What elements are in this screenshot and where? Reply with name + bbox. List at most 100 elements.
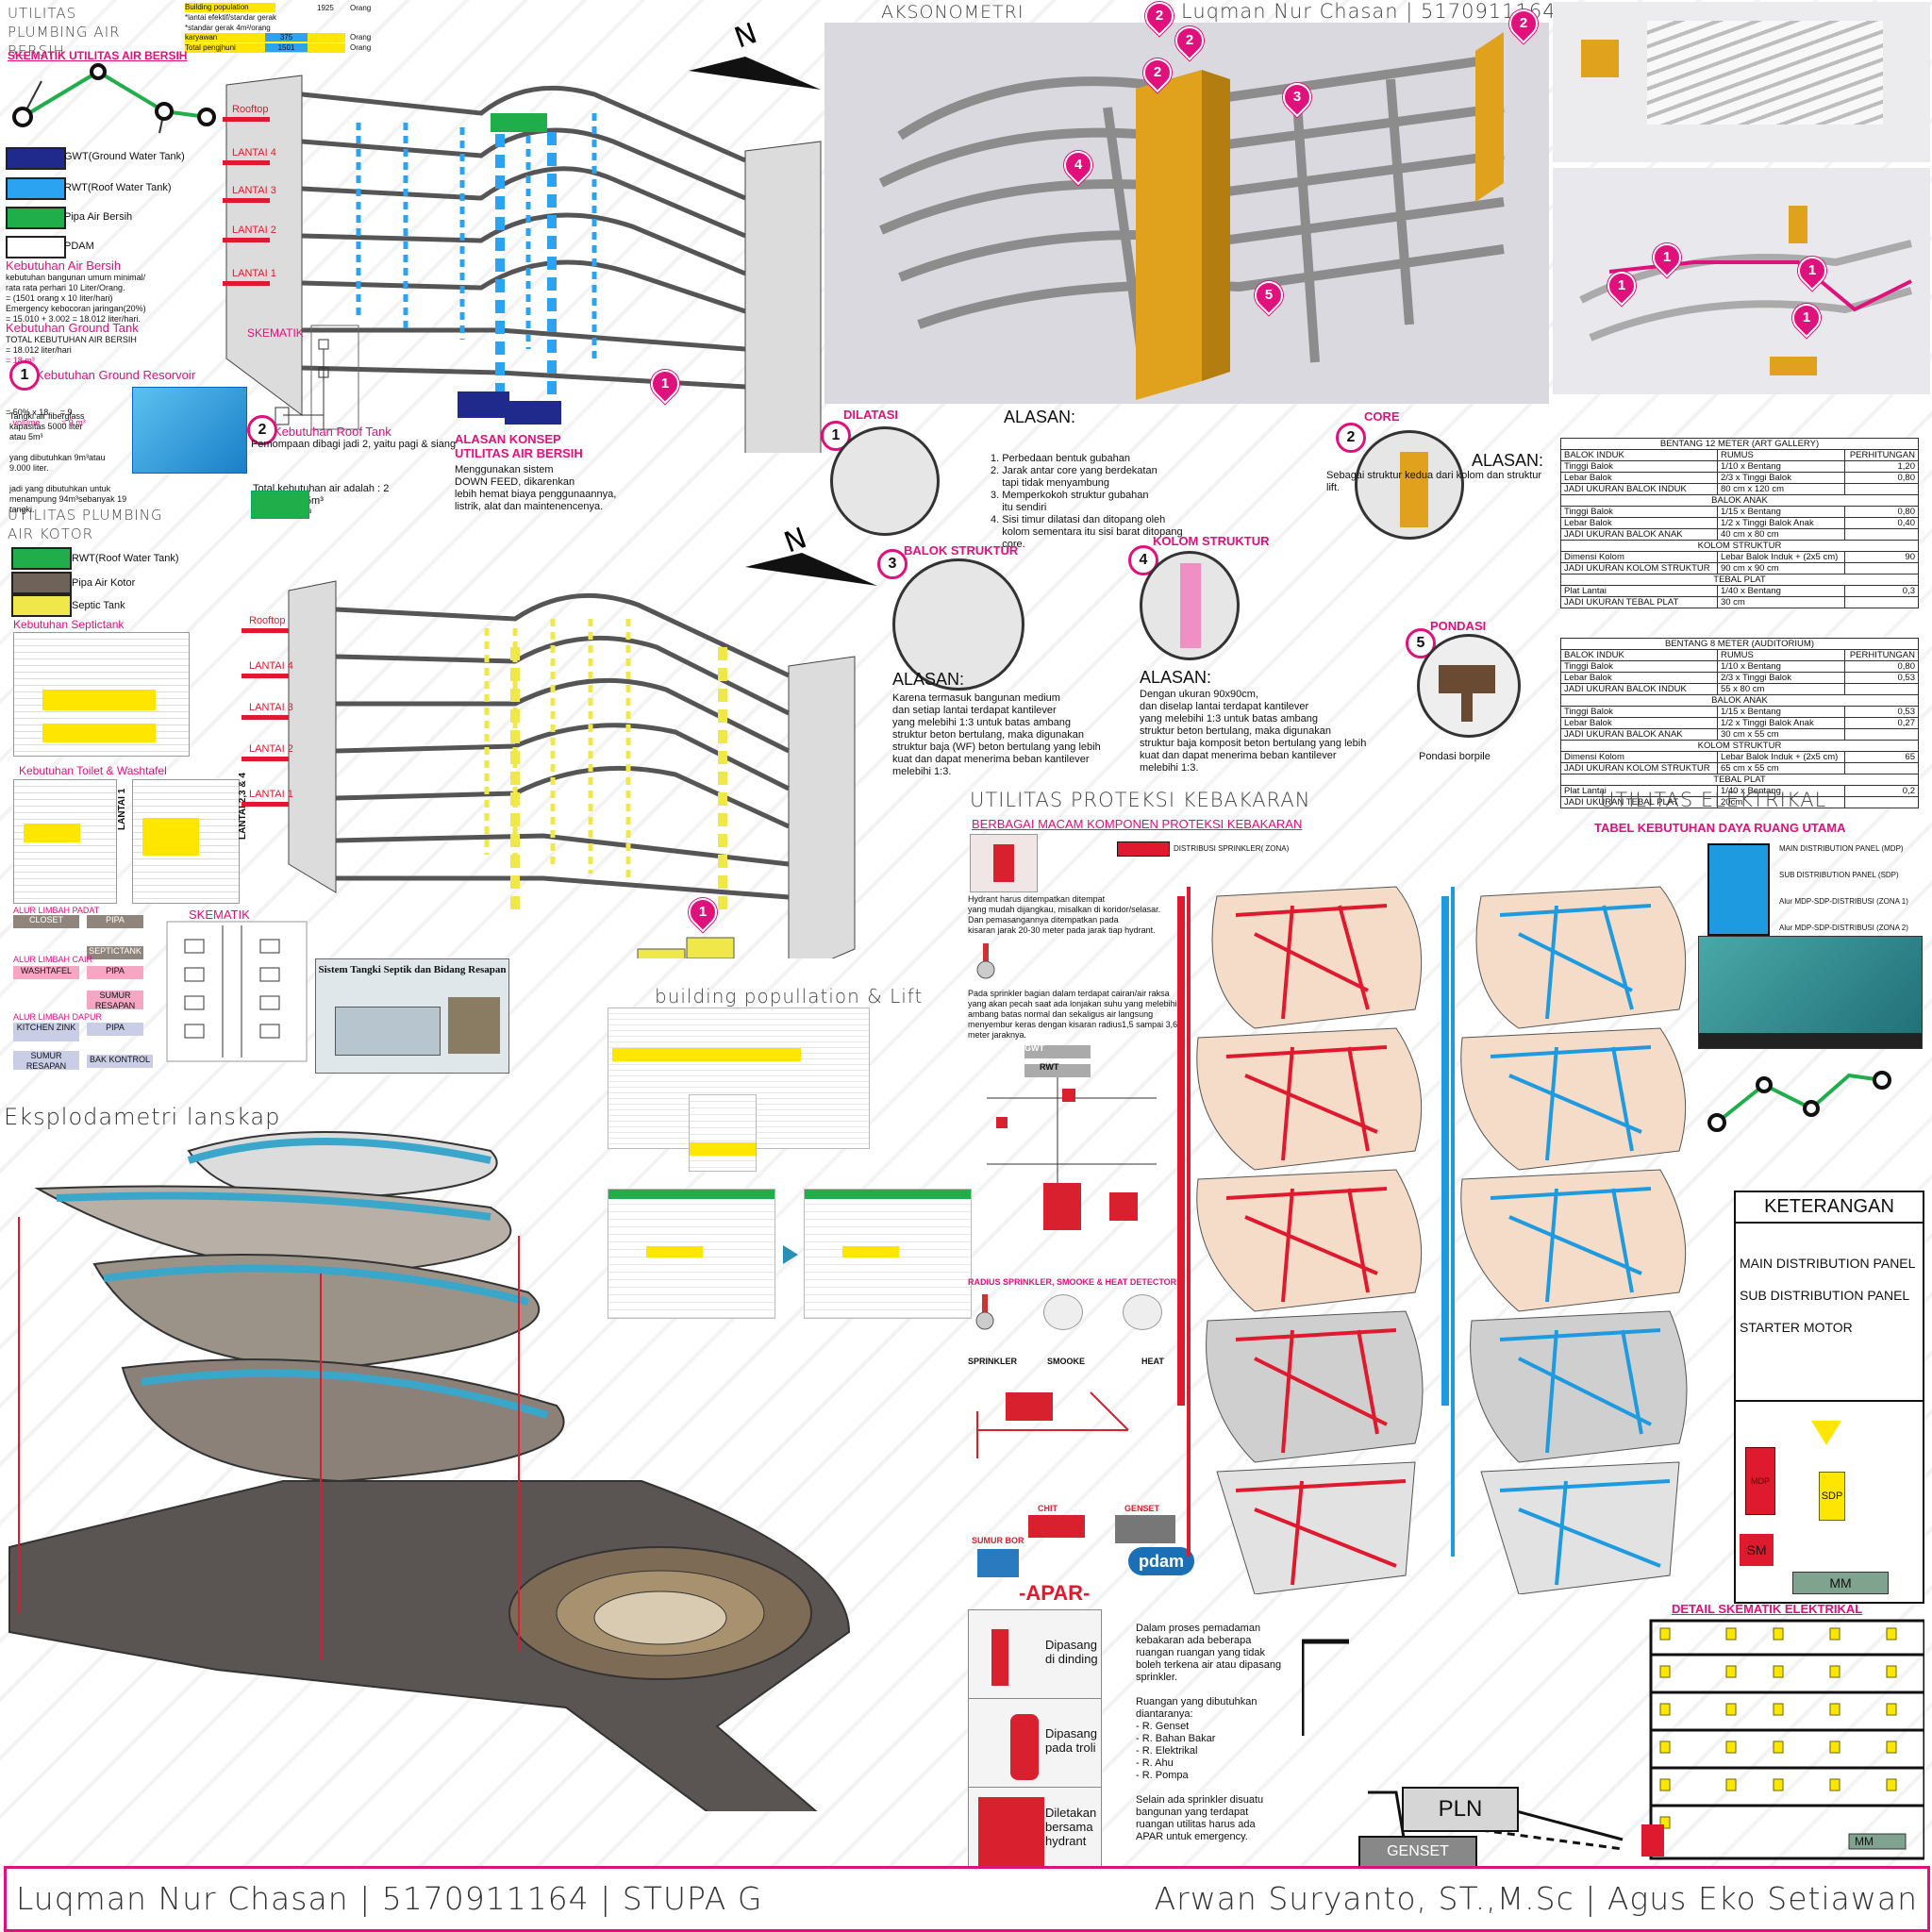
- author-top: Luqman Nur Chasan | 5170911164: [1181, 0, 1557, 23]
- table-cell: JADI UKURAN KOLOM STRUKTUR: [1560, 562, 1718, 575]
- fire-main-riser: [1177, 896, 1185, 1406]
- flow-node-closet: CLOSET: [13, 915, 79, 928]
- flow-node-washtafel: WASHTAFEL: [13, 966, 79, 979]
- electric-main-riser: [1441, 896, 1449, 1406]
- electric-schematic-nodes: [1707, 1071, 1891, 1132]
- roof-tank-sub: Pemompaan dibagi jadi 2, yaitu pagi & si…: [251, 439, 457, 450]
- table-title: BENTANG 12 METER (ART GALLERY): [1560, 438, 1919, 450]
- septic-system-image: Sistem Tangki Septik dan Bidang Resapan: [315, 958, 509, 1074]
- core-alasan-text: Sebagai struktur kedua dari kolom dan st…: [1326, 470, 1542, 493]
- floor-marker: [242, 757, 289, 761]
- keterangan-item: MAIN DISTRIBUTION PANEL: [1740, 1256, 1916, 1271]
- sm-symbol: SM: [1740, 1534, 1774, 1566]
- smoke-label: SMOOKE: [1047, 1357, 1086, 1366]
- lift-calc-summary: [689, 1094, 757, 1172]
- sprinkler-label: SPRINKLER: [968, 1357, 1018, 1366]
- table-row: KOLOM STRUKTUR: [1560, 540, 1919, 552]
- legend-pdam-label: PDAM: [64, 241, 94, 252]
- plumbing-dirty-title: UTILITAS PLUMBING AIR KOTOR: [8, 507, 163, 542]
- table-cell: 1/2 x Tinggi Balok Anak: [1716, 517, 1845, 529]
- clean-riser-diagram: [275, 325, 359, 430]
- legend-gwt-swatch: [6, 147, 66, 170]
- keterangan-item: STARTER MOTOR: [1740, 1320, 1853, 1335]
- sprinkler-legend-label: DISTRIBUSI SPRINKLER( ZONA): [1174, 844, 1290, 853]
- table-cell: BALOK INDUK: [1560, 449, 1718, 461]
- lift-table-right: [804, 1189, 972, 1319]
- floor-marker: [223, 238, 270, 242]
- panel-symbol-box: MDP SDP SM MM: [1734, 1400, 1924, 1604]
- keterangan-title: KETERANGAN: [1736, 1192, 1923, 1224]
- apar-hydrant-label: Diletakan bersama hydrant: [1045, 1806, 1097, 1848]
- legend-pdam-swatch: [6, 236, 66, 258]
- flow-node-septictank: SEPTICTANK: [87, 946, 143, 959]
- legend-rwt-swatch: [6, 177, 66, 200]
- table-cell: 0,40: [1843, 517, 1920, 529]
- table-cell: 55 x 80 cm: [1716, 683, 1845, 695]
- table-cell: JADI UKURAN TEBAL PLAT: [1560, 796, 1718, 808]
- roof-tank-title: Kebutuhan Roof Tank: [274, 425, 391, 439]
- table-cell: 1/2 x Tinggi Balok Anak: [1716, 717, 1845, 729]
- table-cell: BALOK INDUK: [1560, 649, 1718, 661]
- balok-title: BALOK STRUKTUR: [904, 543, 1019, 558]
- table-cell: PERHITUNGAN: [1843, 449, 1920, 461]
- mm-detail-label: MM: [1855, 1835, 1874, 1848]
- axo-thumbnail-1: [1553, 2, 1930, 162]
- bentang-12-table: BENTANG 12 METER (ART GALLERY)BALOK INDU…: [1560, 438, 1920, 608]
- table-cell: Lebar Balok: [1560, 672, 1718, 684]
- table-cell: 40 cm x 80 cm: [1716, 528, 1845, 541]
- building-dirty-water-axo: [288, 580, 856, 958]
- lift-table-left: [608, 1189, 775, 1319]
- floor-label: LANTAI 1: [232, 268, 276, 279]
- table-cell: 2/3 x Tinggi Balok: [1716, 472, 1845, 484]
- pop-row-label: Building population: [185, 3, 275, 12]
- table-cell: [1843, 728, 1920, 741]
- reservoir-calc: = 50% x 18 = 9 volume = 9 m³: [6, 408, 86, 427]
- table-cell: 1/15 x Bentang: [1716, 506, 1845, 518]
- table-cell: 1/40 x Bentang: [1716, 585, 1845, 597]
- kolom-detail-image: [1140, 551, 1240, 660]
- legend-septic-label: Septic Tank: [72, 600, 125, 611]
- floor-marker: [242, 674, 289, 678]
- pondasi-number: 5: [1406, 628, 1436, 658]
- legend-gwt-label: GWT(Ground Water Tank): [64, 151, 185, 162]
- table-cell: 1/15 x Bentang: [1716, 706, 1845, 718]
- mdp-legend-label: MAIN DISTRIBUTION PANEL (MDP): [1779, 844, 1904, 853]
- footer-supervisors: Arwan Suryanto, ST.,M.Sc | Agus Eko Seti…: [1154, 1880, 1918, 1917]
- core-alasan-label: ALASAN:: [1472, 451, 1544, 470]
- table-cell: Lebar Balok: [1560, 472, 1718, 484]
- table-cell: 0,2: [1843, 785, 1920, 797]
- table-cell: Lebar Balok Induk + (2x5 cm): [1716, 751, 1845, 763]
- table-row: TEBAL PLAT: [1560, 574, 1919, 586]
- table-row: BALOK ANAK: [1560, 694, 1919, 707]
- legend-rwt-label: RWT(Roof Water Tank): [64, 182, 172, 193]
- fire-components-title: BERBAGAI MACAM KOMPONEN PROTEKSI KEBAKAR…: [972, 817, 1303, 831]
- genset-box: GENSET: [1358, 1836, 1477, 1868]
- sprinkler-text: Pada sprinkler bagian dalam terdapat cai…: [968, 989, 1178, 1040]
- table-cell: 90 cm x 90 cm: [1716, 562, 1845, 575]
- flow-node-sumur: SUMUR RESAPAN: [13, 1051, 79, 1071]
- floor-marker: [242, 802, 289, 807]
- pln-box: PLN: [1402, 1787, 1519, 1832]
- floor-marker: [223, 117, 270, 122]
- table-cell: Tinggi Balok: [1560, 460, 1718, 473]
- table-cell: Lebar Balok Induk + (2x5 cm): [1716, 551, 1845, 563]
- septic-calc-table: [13, 632, 190, 757]
- footer: Luqman Nur Chasan | 5170911164 | STUPA G…: [4, 1866, 1930, 1932]
- table-cell: 0,27: [1843, 717, 1920, 729]
- clean-water-schematic: [12, 63, 216, 134]
